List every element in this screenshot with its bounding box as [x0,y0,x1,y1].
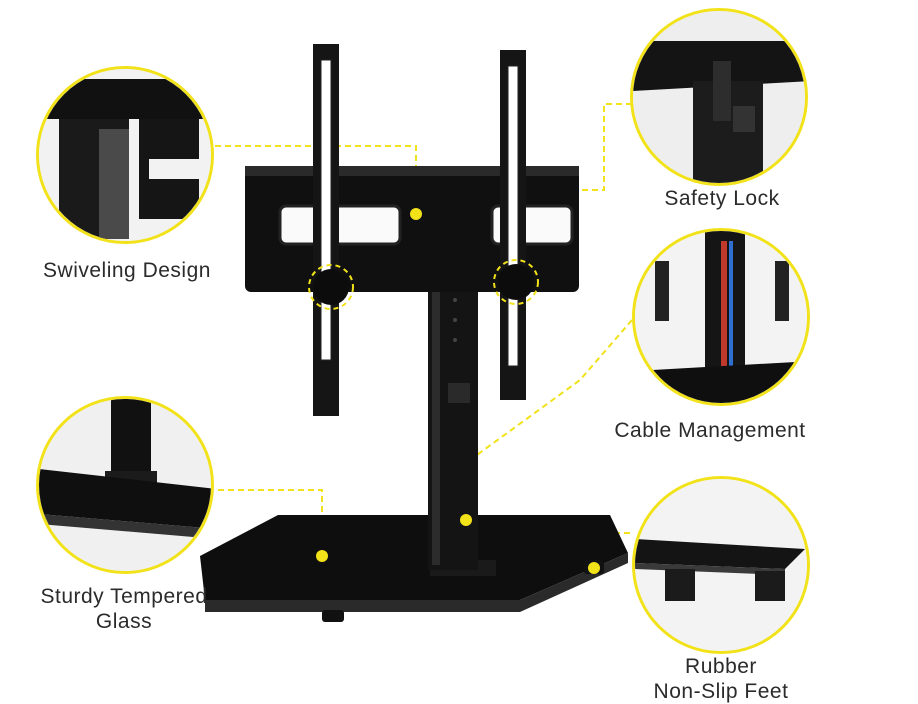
glass-base-closeup-image [39,399,211,571]
callout-rubber-feet [632,476,810,654]
vesa-bracket-left [313,44,339,416]
label-tempered-glass-line2: Glass [95,610,153,633]
label-tempered-glass: Sturdy Tempered Glass [18,584,230,634]
label-cable-management-text: Cable Management [614,419,806,442]
callout-tempered-glass [36,396,214,574]
vesa-bracket-right [500,50,526,400]
callout-safety-lock [630,8,808,186]
safety-lock-closeup-image [633,11,805,183]
swivel-knob-left [308,264,354,310]
tempered-glass-base [200,515,628,622]
marker-dot-glass [316,550,328,562]
label-swiveling-design: Swiveling Design [30,258,224,283]
label-rubber-feet-line2: Non-Slip Feet [653,680,789,703]
marker-dot-feet [588,562,600,574]
cable-management-closeup-image [635,231,807,403]
label-rubber-feet: Rubber Non-Slip Feet [630,654,812,704]
callout-cable-management [632,228,810,406]
marker-dots [316,208,600,574]
label-safety-lock: Safety Lock [636,186,808,211]
label-rubber-feet-line1: Rubber [685,655,757,678]
label-safety-lock-text: Safety Lock [664,187,780,210]
marker-dot-cable [460,514,472,526]
swivel-knob-right [493,259,539,305]
rubber-feet-closeup-image [635,479,807,651]
callout-swiveling-design [36,66,214,244]
label-swiveling-design-text: Swiveling Design [43,259,211,282]
label-tempered-glass-line1: Sturdy Tempered [40,585,208,608]
label-cable-management: Cable Management [594,418,826,443]
swivel-closeup-image [39,69,211,241]
marker-dot-swivel [410,208,422,220]
